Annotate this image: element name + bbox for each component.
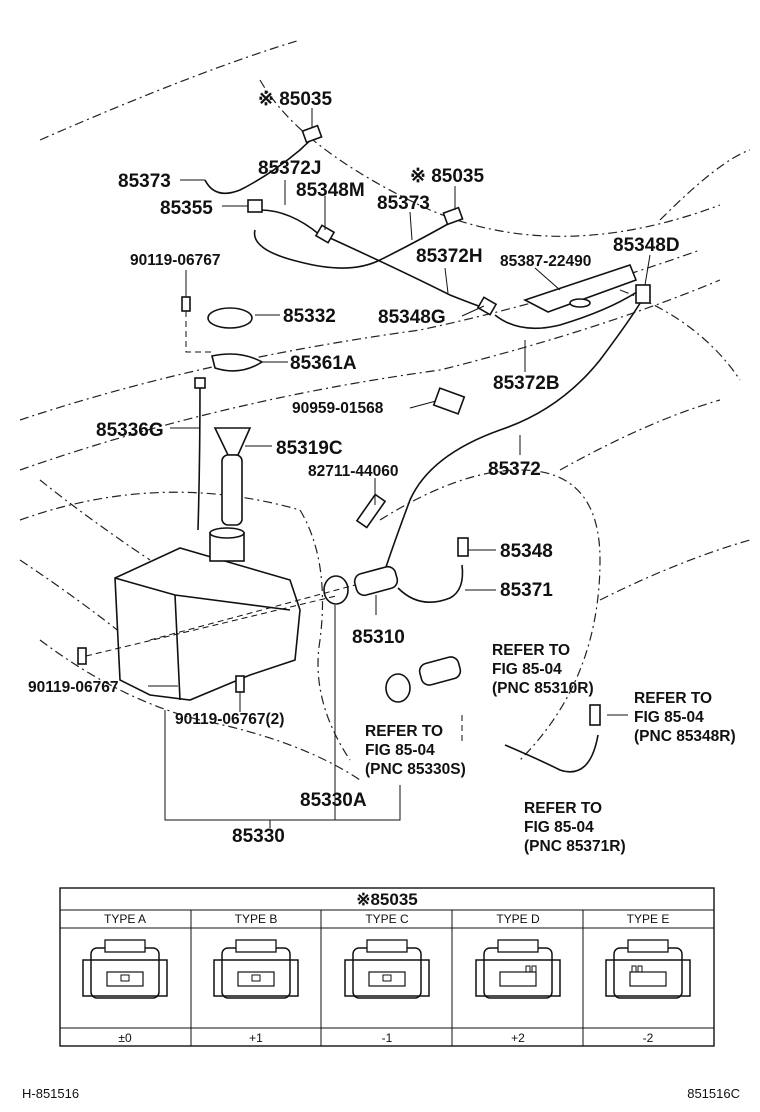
label-85035-top: ※ 85035 bbox=[258, 89, 332, 110]
label-85310: 85310 bbox=[352, 627, 405, 648]
part-labels: ※ 85035 85373 85372J 85348M ※ 85035 8535… bbox=[28, 89, 680, 847]
label-85373-b: 85373 bbox=[377, 193, 430, 214]
clip-icon bbox=[213, 939, 299, 999]
type-value: ±0 bbox=[118, 1031, 132, 1045]
vehicle-body-outline bbox=[19, 39, 751, 781]
type-label: TYPE E bbox=[627, 912, 670, 926]
label-85330A: 85330A bbox=[300, 790, 367, 811]
svg-text:REFER TO: REFER TO bbox=[634, 690, 712, 707]
svg-text:FIG 85-04: FIG 85-04 bbox=[634, 709, 704, 726]
parts bbox=[77, 124, 651, 726]
label-85332: 85332 bbox=[283, 306, 336, 327]
footer-right-code: 851516C bbox=[687, 1086, 740, 1101]
label-82711: 82711-44060 bbox=[308, 463, 399, 480]
type-value: +2 bbox=[511, 1031, 525, 1045]
svg-text:(PNC 85310R): (PNC 85310R) bbox=[492, 680, 594, 697]
label-85348D: 85348D bbox=[613, 235, 680, 256]
label-85336G: 85336G bbox=[96, 420, 164, 441]
label-85355: 85355 bbox=[160, 198, 213, 219]
svg-text:REFER TO: REFER TO bbox=[492, 642, 570, 659]
label-85372J: 85372J bbox=[258, 158, 321, 179]
label-85319C: 85319C bbox=[276, 438, 343, 459]
label-90119-2: 90119-06767(2) bbox=[175, 711, 284, 728]
svg-text:FIG 85-04: FIG 85-04 bbox=[365, 742, 435, 759]
table-col-type-c: TYPE C -1 bbox=[344, 912, 430, 1045]
table-col-type-b: TYPE B +1 bbox=[213, 912, 299, 1045]
label-85361A: 85361A bbox=[290, 353, 357, 374]
clip-icon bbox=[82, 939, 168, 999]
reference-callouts: REFER TO FIG 85-04 (PNC 85310R) REFER TO… bbox=[365, 642, 736, 855]
table-col-type-a: TYPE A ±0 bbox=[82, 912, 168, 1045]
ref-85371R: REFER TO FIG 85-04 (PNC 85371R) bbox=[524, 800, 626, 855]
label-85348: 85348 bbox=[500, 541, 553, 562]
label-85372B: 85372B bbox=[493, 373, 560, 394]
clip-icon bbox=[344, 939, 430, 999]
type-label: TYPE A bbox=[104, 912, 146, 926]
label-85348G: 85348G bbox=[378, 307, 446, 328]
label-85373-a: 85373 bbox=[118, 171, 171, 192]
svg-text:FIG 85-04: FIG 85-04 bbox=[524, 819, 594, 836]
clip-type-table: ※85035 TYPE A ±0 TYPE B +1 bbox=[59, 887, 715, 1047]
type-label: TYPE C bbox=[365, 912, 409, 926]
svg-text:(PNC 85330S): (PNC 85330S) bbox=[365, 761, 466, 778]
label-85330: 85330 bbox=[232, 826, 285, 847]
type-value: -1 bbox=[382, 1031, 393, 1045]
label-90119-top: 90119-06767 bbox=[130, 252, 221, 269]
svg-text:(PNC 85348R): (PNC 85348R) bbox=[634, 728, 736, 745]
ref-85348R: REFER TO FIG 85-04 (PNC 85348R) bbox=[634, 690, 736, 745]
label-85387: 85387-22490 bbox=[500, 253, 591, 270]
leader-lines bbox=[148, 108, 651, 828]
table-col-type-d: TYPE D +2 bbox=[475, 912, 561, 1045]
clip-icon bbox=[605, 939, 691, 999]
label-85035-mid: ※ 85035 bbox=[410, 166, 484, 187]
type-label: TYPE B bbox=[235, 912, 278, 926]
label-85372H: 85372H bbox=[416, 246, 483, 267]
label-90959: 90959-01568 bbox=[292, 400, 384, 417]
type-label: TYPE D bbox=[496, 912, 540, 926]
label-90119-left: 90119-06767 bbox=[28, 679, 119, 696]
type-value: -2 bbox=[643, 1031, 654, 1045]
label-85371: 85371 bbox=[500, 580, 553, 601]
ref-85330S: REFER TO FIG 85-04 (PNC 85330S) bbox=[365, 723, 466, 778]
table-col-type-e: TYPE E -2 bbox=[605, 912, 691, 1045]
table-title: ※85035 bbox=[356, 890, 418, 909]
svg-text:(PNC 85371R): (PNC 85371R) bbox=[524, 838, 626, 855]
ref-85310R: REFER TO FIG 85-04 (PNC 85310R) bbox=[492, 642, 594, 697]
svg-text:REFER TO: REFER TO bbox=[524, 800, 602, 817]
type-value: +1 bbox=[249, 1031, 263, 1045]
footer-left-code: H-851516 bbox=[22, 1086, 79, 1101]
label-85348M: 85348M bbox=[296, 180, 365, 201]
clip-icon bbox=[475, 939, 561, 999]
svg-text:REFER TO: REFER TO bbox=[365, 723, 443, 740]
svg-text:FIG 85-04: FIG 85-04 bbox=[492, 661, 562, 678]
label-85372: 85372 bbox=[488, 459, 541, 480]
assembly-lines bbox=[85, 311, 463, 745]
